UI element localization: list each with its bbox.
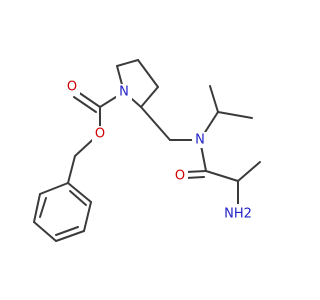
bond-amide-c-o-double-2 [185,176,205,179]
bond-c2-ch2 [140,106,171,141]
amide-nitrogen-label: N [195,133,205,148]
bond-ring-c3-c4 [137,59,159,88]
bond-isopropyl-me2 [217,111,253,119]
ester-oxygen-label: O [95,127,105,142]
bond-ph-inner-2 [55,226,79,236]
ring-nitrogen-atom: N [116,84,132,100]
bond-isopropyl-me1 [209,85,219,113]
bond-amide-c-o-double-1 [185,170,207,173]
amine-nh2-label: NH2 [224,207,252,222]
bond-ph-5 [33,193,41,223]
ester-oxygen-atom: O [92,126,108,142]
amide-nitrogen-atom: N [192,132,208,148]
bond-ph-inner-3 [39,197,47,218]
molecule-structure-diagram: N O O N O NH2 [33,59,261,242]
carbamate-carbonyl-oxygen-label: O [67,80,77,95]
bond-ph-4 [33,221,57,242]
bond-ring-c4-c5 [116,59,139,67]
bond-ph-3 [55,230,85,242]
amine-nh2-group: NH2 [222,204,256,222]
atom-labels: N O O N O NH2 [64,79,256,222]
amide-oxygen-label: O [175,169,185,184]
bond-carbamate-c-o-double-2 [73,96,97,113]
amide-oxygen-atom: O [172,168,188,184]
bond-alpha-c-methyl [237,161,261,182]
bond-ph-inner-1 [69,190,87,206]
bond-ring-c2-c3 [140,86,159,108]
bond-ph-1 [67,182,92,203]
bond-ch2-phenyl [67,155,76,184]
ring-nitrogen-label: N [119,85,129,100]
bond-carbamate-c-o-double-1 [77,91,101,108]
bond-ph-2 [83,201,92,232]
bond-amide-c-alpha-c [205,170,239,182]
bond-ph-6 [39,182,69,195]
carbamate-carbonyl-oxygen-atom: O [64,79,80,95]
